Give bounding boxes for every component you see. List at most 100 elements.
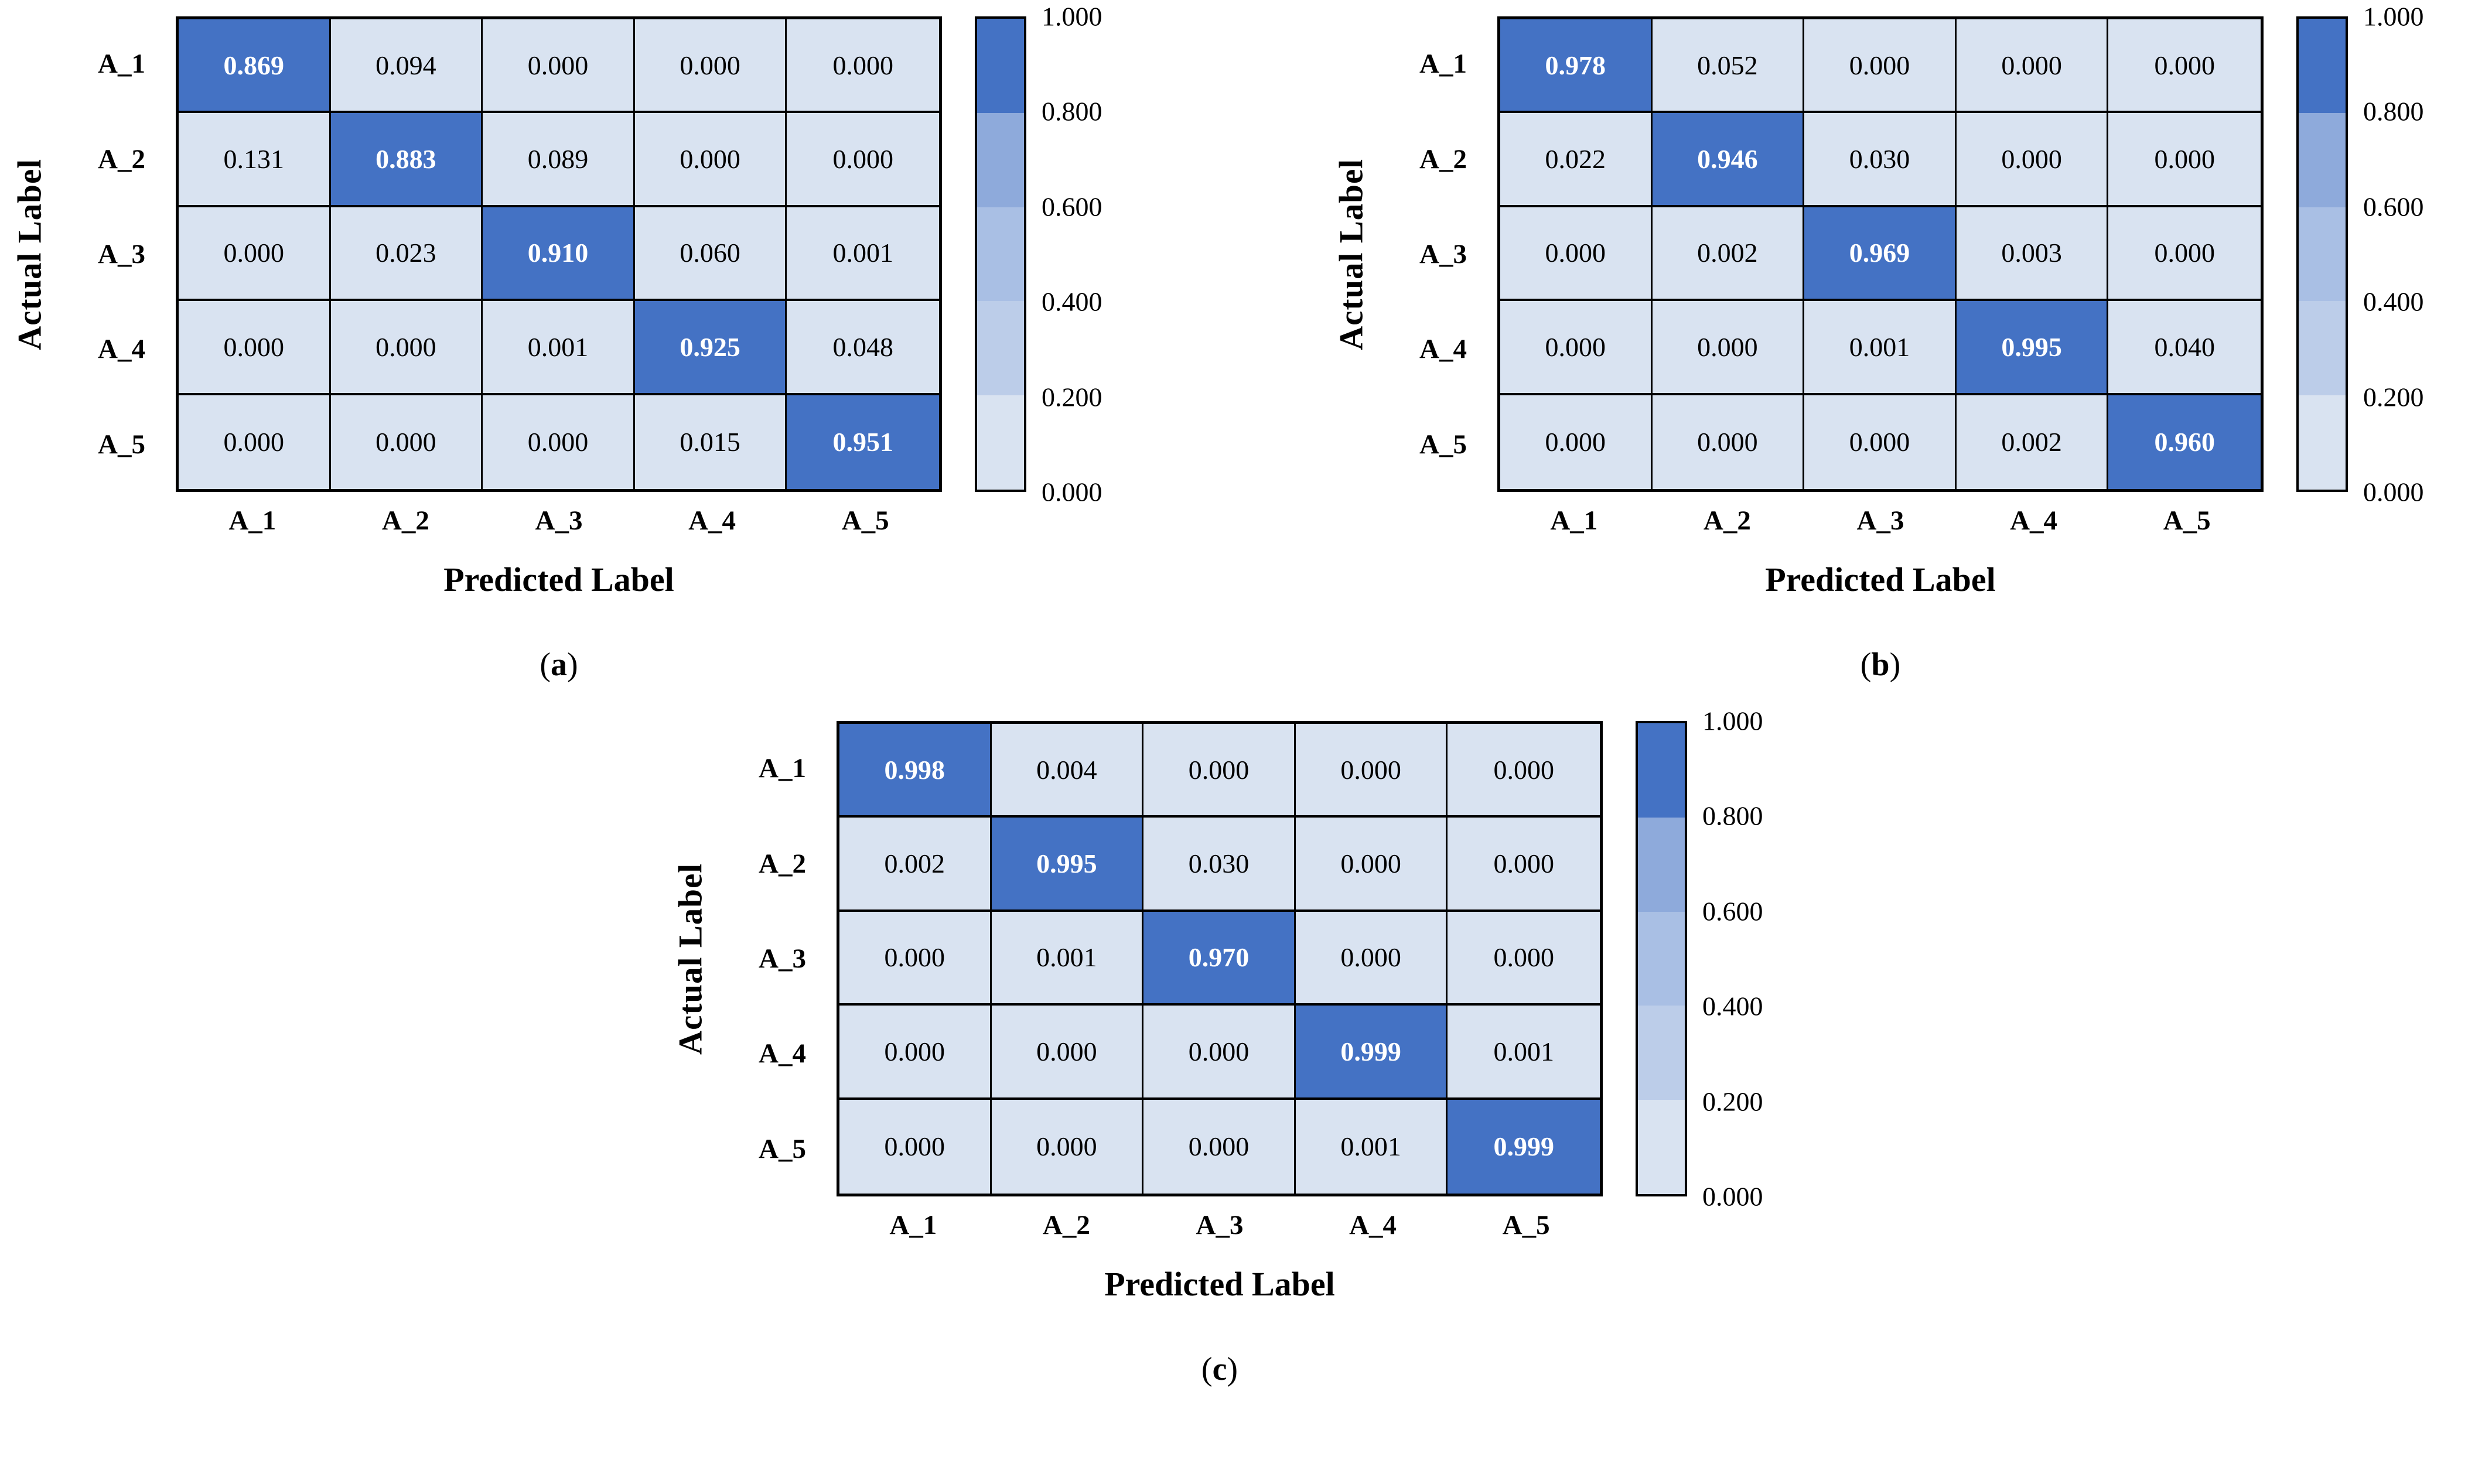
panel-caption-c: (c) [837,1350,1603,1388]
row-labels: A_1 A_2 A_3 A_4 A_5 [716,721,837,1196]
row-label: A_3 [1419,239,1467,270]
colorbar-gradient [2296,16,2348,492]
matrix-cell: 0.000 [179,207,331,302]
row-labels: A_1 A_2 A_3 A_4 A_5 [55,16,176,492]
matrix-cell: 0.000 [330,301,483,395]
matrix-cell: 0.000 [634,113,787,207]
matrix-cell: 0.910 [483,207,635,302]
matrix-cell: 0.883 [330,113,483,207]
colorbar-tick-label: 0.200 [2363,382,2424,412]
column-label: A_5 [841,505,889,536]
matrix-cell: 0.000 [839,1099,992,1194]
caption-paren: ) [1889,647,1901,683]
matrix-cell: 0.002 [1652,207,1805,302]
matrix-cell: 0.002 [1956,395,2109,489]
colorbar-tick-label: 0.000 [1702,1181,1763,1212]
matrix-cell: 0.000 [1448,818,1600,912]
matrix-cell: 0.995 [1956,301,2109,395]
row-label: A_5 [1419,429,1467,460]
colorbar-tick-label: 0.800 [1702,801,1763,831]
matrix-cell: 0.000 [1652,301,1805,395]
colorbar-segment [2299,301,2346,396]
panel-a-main: 0.869 0.094 0.000 0.000 0.000 0.131 0.88… [176,16,942,683]
panel-caption-b: (b) [1497,646,2264,683]
colorbar-segment [1638,1006,1685,1100]
y-axis-title: Actual Label [11,158,49,350]
matrix-cell: 0.969 [1804,207,1957,302]
caption-letter: c [1212,1351,1227,1387]
matrix-cell: 0.001 [991,911,1144,1006]
matrix-cell: 0.000 [1500,301,1653,395]
matrix-cell: 0.978 [1500,19,1653,114]
colorbar-tick-label: 0.400 [1042,286,1102,317]
colorbar-segment [977,301,1024,396]
y-axis-title: Actual Label [1333,158,1370,350]
colorbar-tick-label: 1.000 [1042,1,1102,32]
matrix-cell: 0.000 [1500,207,1653,302]
row-label: A_5 [98,429,145,460]
colorbar-segment [1638,911,1685,1006]
matrix-cell: 0.000 [839,1006,992,1100]
matrix-cell: 0.022 [1500,113,1653,207]
colorbar-segment [2299,207,2346,302]
matrix-cell: 0.023 [330,207,483,302]
matrix-cell: 0.000 [839,911,992,1006]
row-label: A_5 [759,1133,806,1164]
matrix-cell: 0.999 [1448,1099,1600,1194]
column-label: A_3 [1196,1210,1244,1240]
column-label: A_3 [535,505,583,536]
x-axis-title: Predicted Label [1765,560,1996,599]
row-label: A_1 [98,49,145,80]
caption-paren: ) [1227,1351,1238,1387]
panel-c: Actual Label A_1 A_2 A_3 A_4 A_5 0.998 0… [665,706,1814,1388]
matrix-cell: 0.000 [991,1099,1144,1194]
matrix-cell: 0.951 [787,395,939,489]
matrix-cell: 0.002 [839,818,992,912]
colorbar-segment [977,19,1024,113]
matrix-cell: 0.946 [1652,113,1805,207]
column-label: A_2 [381,505,429,536]
colorbar-segment [2299,112,2346,207]
y-axis-title: Actual Label [672,863,709,1055]
matrix-cell: 0.925 [634,301,787,395]
matrix-cell: 0.000 [787,19,939,114]
colorbar-tick-label: 0.000 [2363,477,2424,507]
colorbar-tick-label: 1.000 [2363,1,2424,32]
matrix-cell: 0.000 [787,113,939,207]
panel-c-main: 0.998 0.004 0.000 0.000 0.000 0.002 0.99… [837,721,1603,1388]
colorbar-tick-label: 0.400 [2363,286,2424,317]
colorbar-segment [1638,817,1685,912]
matrix-cell: 0.048 [787,301,939,395]
matrix-cell: 0.030 [1143,818,1296,912]
matrix-cell: 0.040 [2108,301,2261,395]
matrix-cell: 0.000 [1295,818,1448,912]
caption-letter: b [1871,647,1890,683]
colorbar-segment [1638,1100,1685,1194]
row-label: A_4 [1419,334,1467,365]
matrix-cell: 0.000 [991,1006,1144,1100]
colorbar-gradient [975,16,1026,492]
row-label: A_3 [759,943,806,974]
panel-b-main: 0.978 0.052 0.000 0.000 0.000 0.022 0.94… [1497,16,2264,683]
colorbar-segment [977,112,1024,207]
matrix-cell: 0.000 [483,395,635,489]
colorbar-tick-label: 0.600 [1042,192,1102,222]
row-label: A_2 [759,848,806,879]
matrix-cell: 0.131 [179,113,331,207]
row-label: A_2 [1419,143,1467,175]
bottom-row: Actual Label A_1 A_2 A_3 A_4 A_5 0.998 0… [5,706,2474,1388]
matrix-cell: 0.000 [1652,395,1805,489]
matrix-cell: 0.015 [634,395,787,489]
caption-paren: ( [1860,647,1872,683]
matrix-cell: 0.000 [1804,395,1957,489]
panel-caption-a: (a) [176,646,942,683]
matrix-cell: 0.960 [2108,395,2261,489]
colorbar-tick-label: 0.800 [1042,96,1102,126]
matrix-cell: 0.001 [1448,1006,1600,1100]
matrix-cell: 0.000 [1448,724,1600,818]
matrix-cell: 0.000 [1448,911,1600,1006]
matrix-cell: 0.000 [634,19,787,114]
matrix-cell: 0.000 [483,19,635,114]
column-label: A_4 [688,505,736,536]
